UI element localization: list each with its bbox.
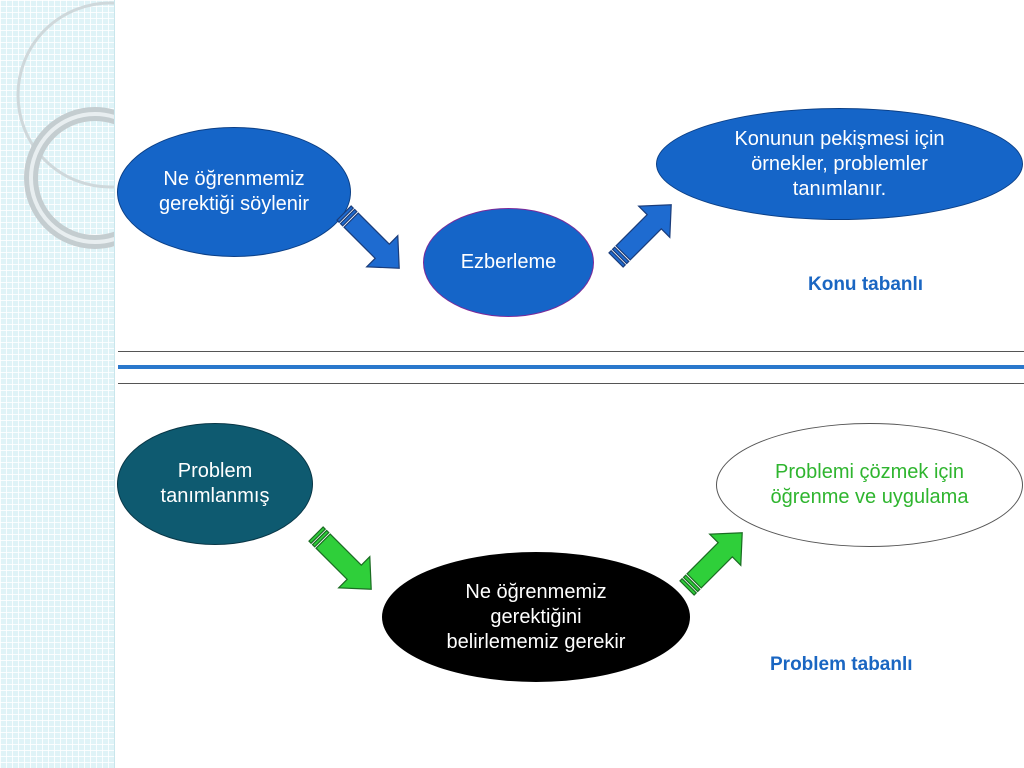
node-label: Ezberleme [460,251,557,273]
decorative-rings [16,1,114,249]
node-label: Ne öğrenmemiz gerektiği söylenir [158,168,310,215]
node-belirlememiz-gerekir: Ne öğrenmemiz gerektiğini belirlememiz g… [382,552,690,682]
node-problemi-cozmek: Problemi çözmek için öğrenme ve uygulama [716,423,1023,547]
node-problem-tanimlanmis: Problem tanımlanmış [117,423,313,545]
node-label: Konunun pekişmesi için örnekler, problem… [734,127,945,200]
arrow-top-down-icon [336,205,400,269]
arrow-top-up-icon [608,204,672,268]
decorative-sidebar [0,0,115,768]
divider-accent-line [118,365,1024,369]
arrow-bottom-up-icon [679,532,743,596]
node-ezberleme: Ezberleme [423,208,594,317]
arrow-bottom-down-icon [308,526,372,590]
node-konunun-pekismesi: Konunun pekişmesi için örnekler, problem… [656,108,1023,220]
node-label: Problem tanımlanmış [160,460,270,507]
divider-bottom-line [118,383,1024,384]
divider-top-line [118,351,1024,352]
node-label: Ne öğrenmemiz gerektiğini belirlememiz g… [446,580,626,653]
label-konu-tabanli: Konu tabanlı [808,274,924,295]
node-ne-ogrenmemiz-soylenir: Ne öğrenmemiz gerektiği söylenir [117,127,351,257]
node-label: Problemi çözmek için öğrenme ve uygulama [770,461,969,508]
label-problem-tabanli: Problem tabanlı [770,654,913,675]
